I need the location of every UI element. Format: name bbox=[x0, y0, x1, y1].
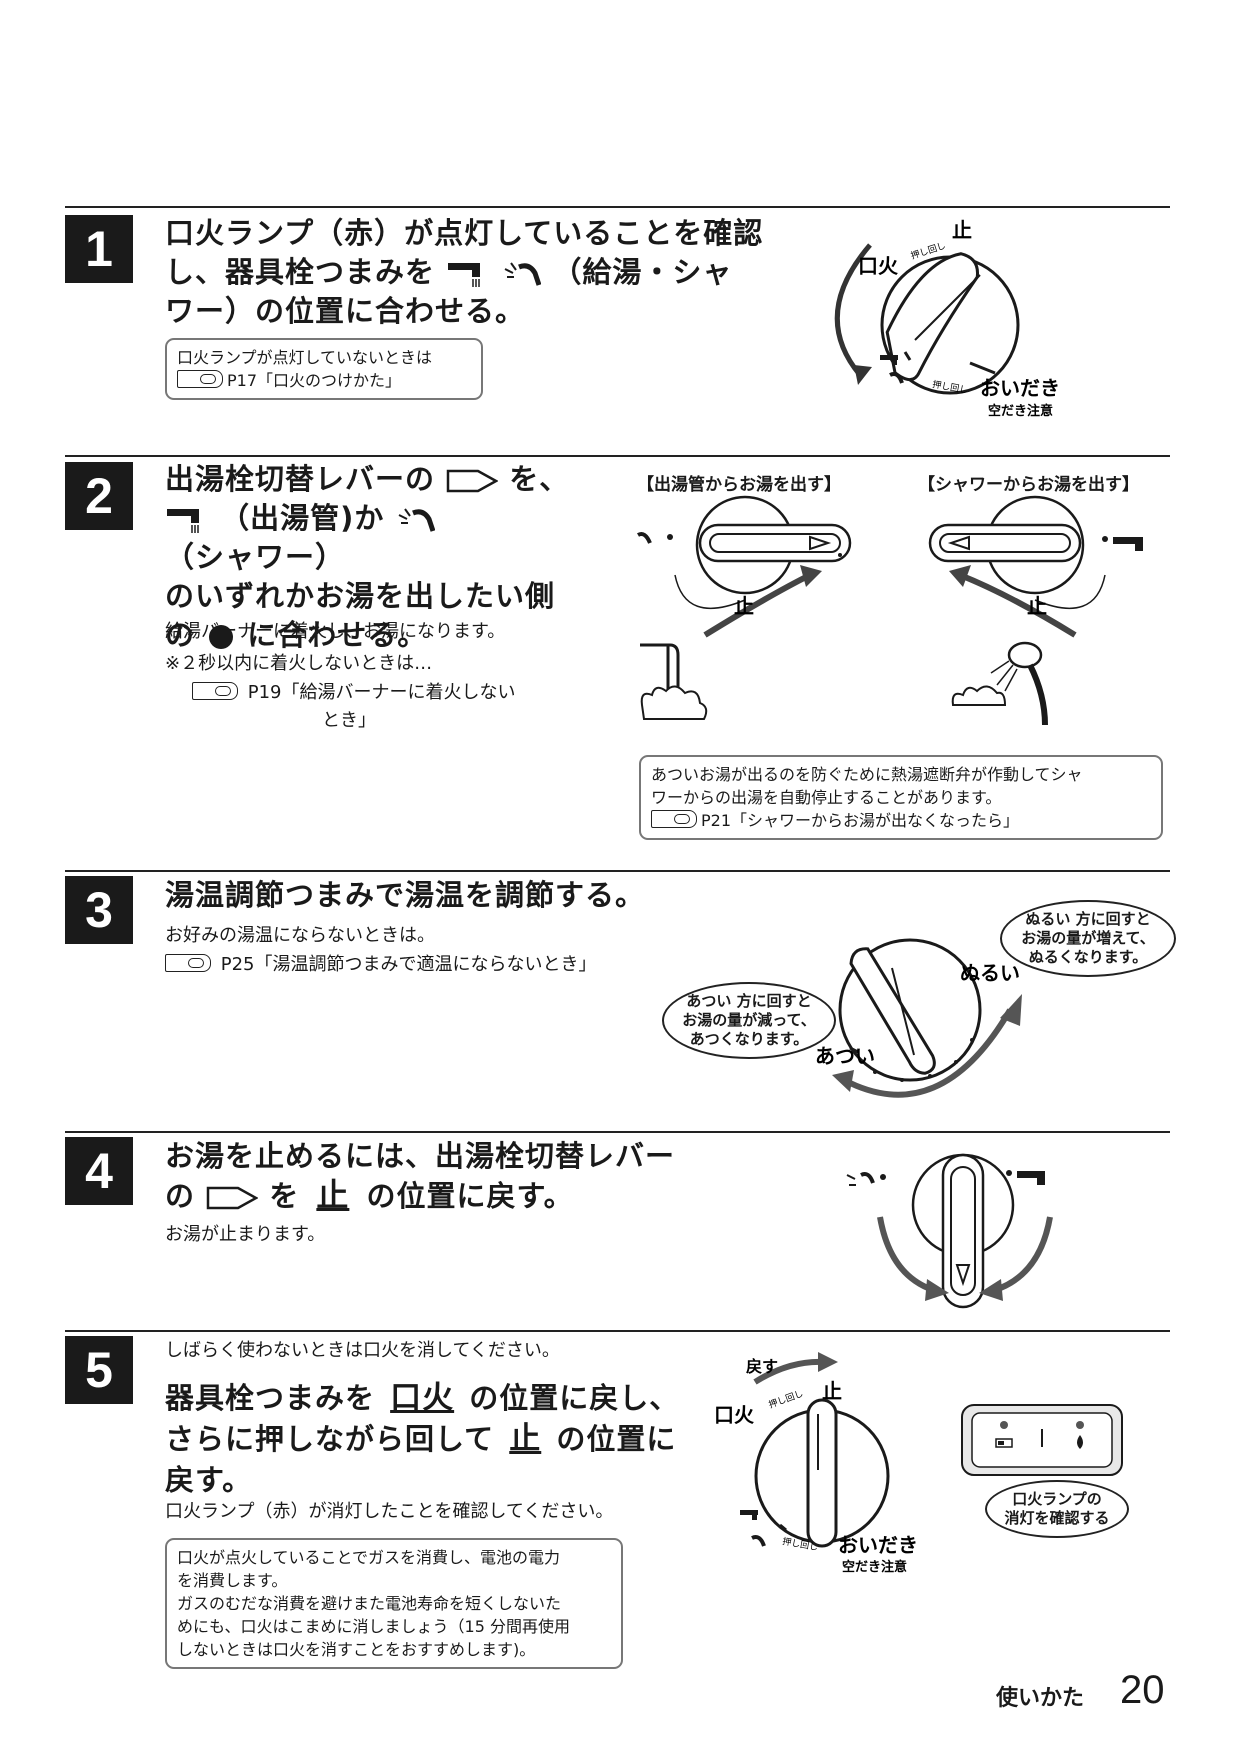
step-number: 2 bbox=[65, 462, 133, 530]
hot-label: あつい bbox=[815, 1044, 875, 1068]
stop-label: 止 bbox=[952, 218, 972, 242]
push-turn-label: 押し回し bbox=[767, 1387, 805, 1411]
heading-line: 口火ランプ（赤）が点灯していることを確認 bbox=[165, 216, 764, 250]
oidaki-label: おいだき bbox=[838, 1533, 918, 1557]
burner-dial-illustration: 止 口火 押し回し 押し回し おいだき 空だき注意 bbox=[834, 218, 1060, 419]
heading-line: ワー）の位置に合わせる。 bbox=[165, 294, 526, 328]
dot-marker-icon bbox=[209, 625, 234, 649]
faucet-lever-illustration: 止 bbox=[637, 495, 852, 720]
pilot-label: 口火 bbox=[714, 1403, 755, 1427]
stop-label: 止 bbox=[1027, 594, 1047, 618]
stop-symbol: 止 bbox=[316, 1176, 350, 1214]
heading-line: し、器具栓つまみを （給湯・シャ bbox=[165, 255, 733, 289]
step-number: 3 bbox=[65, 876, 133, 944]
step-description: 給湯バーナーに着火し、お湯になります。 bbox=[165, 621, 506, 642]
section-label: 使いかた bbox=[996, 1686, 1085, 1711]
note-box: 口火が点火していることでガスを消費し、電池の電力 を消費します。 ガスのむだな消… bbox=[165, 1538, 623, 1669]
diagram-label: 【出湯管からお湯を出す】 bbox=[637, 475, 841, 495]
reference-pointer-icon bbox=[165, 954, 211, 972]
faucet-icon bbox=[167, 509, 199, 533]
shower-icon bbox=[504, 262, 542, 286]
step-description: お湯が止まります。 bbox=[165, 1224, 326, 1245]
diagram-label: 【シャワーからお湯を出す】 bbox=[918, 475, 1139, 495]
section-divider bbox=[65, 870, 1170, 872]
lever-pointer-icon bbox=[446, 469, 499, 493]
step-number: 1 bbox=[65, 215, 133, 283]
pilot-lamp-panel bbox=[961, 1404, 1123, 1476]
step-description: ※２秒以内に着火しないときは… bbox=[165, 653, 433, 674]
page-reference-link[interactable]: P17「口火のつけかた」 bbox=[227, 371, 402, 390]
section-divider bbox=[65, 455, 1170, 457]
step-intro: しばらく使わないときは口火を消してください。 bbox=[165, 1340, 560, 1361]
note-box: あついお湯が出るのを防ぐために熱湯遮断弁が作動してシャ ワーからの出湯を自動停止… bbox=[639, 755, 1163, 840]
step-heading: 口火ランプ（赤）が点灯していることを確認 し、器具栓つまみを （給湯・シャ ワー… bbox=[165, 214, 765, 331]
reference-pointer-icon bbox=[651, 810, 697, 828]
karadaki-label: 空だき注意 bbox=[842, 1559, 907, 1575]
stop-label: 止 bbox=[734, 594, 754, 618]
step-heading: お湯を止めるには、出湯栓切替レバー の を 止 の位置に戻す。 bbox=[165, 1139, 676, 1214]
cool-speech-bubble: ぬるい 方に回すと お湯の量が増えて、 ぬるくなります。 bbox=[1000, 900, 1176, 977]
stop-symbol: 止 bbox=[509, 1421, 542, 1457]
stop-label: 止 bbox=[822, 1379, 842, 1403]
step-heading: 器具栓つまみを 口火 の位置に戻し、 さらに押しながら回して 止 の位置に 戻す… bbox=[165, 1380, 680, 1497]
step-description: とき」 bbox=[322, 710, 376, 731]
page-reference-link[interactable]: P19「給湯バーナーに着火しない bbox=[247, 682, 516, 703]
oidaki-label: おいだき bbox=[980, 376, 1060, 400]
section-divider bbox=[65, 1330, 1170, 1332]
karadaki-label: 空だき注意 bbox=[988, 403, 1053, 419]
page-reference-link[interactable]: P25「湯温調節つまみで適温にならないとき」 bbox=[220, 954, 597, 975]
section-divider bbox=[65, 1131, 1170, 1133]
hot-speech-bubble: あつい 方に回すと お湯の量が減って、 あつくなります。 bbox=[662, 982, 836, 1059]
step-heading: 出湯栓切替レバーの を、 （出湯管)か （シャワー） のいずれかお湯を出したい側… bbox=[165, 462, 570, 652]
pilot-symbol: 口火 bbox=[390, 1380, 455, 1416]
shower-lever-illustration: 止 bbox=[928, 495, 1143, 726]
pilot-label: 口火 bbox=[858, 254, 899, 278]
step-number: 4 bbox=[65, 1137, 133, 1205]
step-description: お好みの湯温にならないときは。 bbox=[165, 925, 435, 946]
lever-stop-illustration bbox=[846, 1153, 1053, 1309]
section-divider bbox=[65, 206, 1170, 208]
page-reference-link[interactable]: P21「シャワーからお湯が出なくなったら」 bbox=[701, 811, 1020, 830]
cool-label: ぬるい bbox=[960, 961, 1020, 985]
step-number: 5 bbox=[65, 1336, 133, 1404]
burner-dial-off-illustration: 戻す 止 口火 押し回し 押し回し おいだき 空だき注意 bbox=[714, 1352, 918, 1575]
step-heading: 湯温調節つまみで湯温を調節する。 bbox=[165, 878, 646, 912]
lamp-check-bubble: 口火ランプの 消灯を確認する bbox=[985, 1480, 1129, 1538]
page-number: 20 bbox=[1120, 1668, 1165, 1712]
reference-pointer-icon bbox=[177, 370, 223, 388]
note-box: 口火ランプが点灯していないときは P17「口火のつけかた」 bbox=[165, 338, 483, 400]
faucet-icon bbox=[448, 263, 481, 287]
shower-icon bbox=[399, 508, 436, 532]
step-description: 口火ランプ（赤）が消灯したことを確認してください。 bbox=[165, 1501, 614, 1522]
reference-pointer-icon bbox=[192, 682, 238, 700]
lever-pointer-icon bbox=[206, 1186, 259, 1210]
temperature-dial-illustration: あつい ぬるい bbox=[815, 938, 1022, 1098]
return-label: 戻す bbox=[745, 1357, 778, 1376]
